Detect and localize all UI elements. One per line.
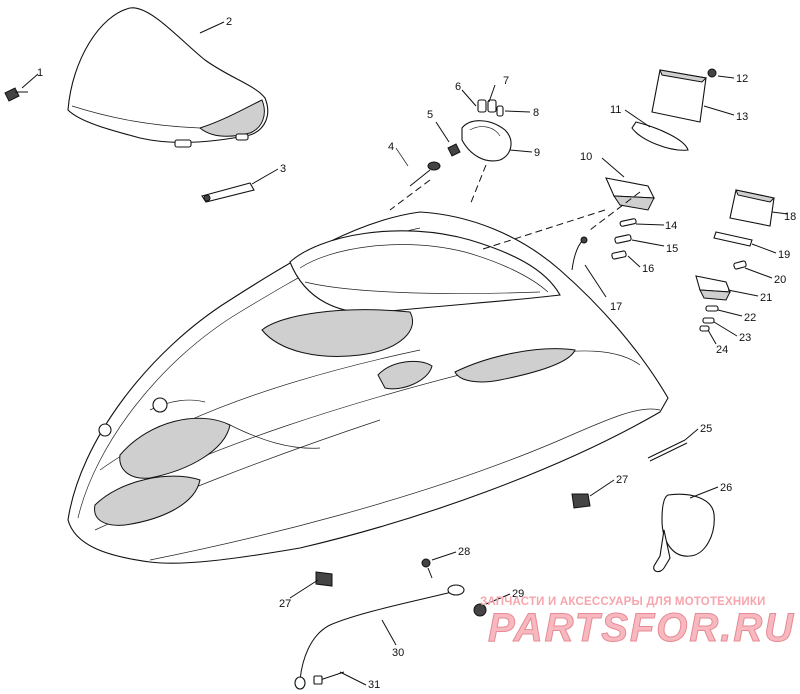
part-27-clip-lower	[315, 571, 333, 587]
callout-28: 28	[458, 546, 470, 558]
callout-26: 26	[720, 482, 732, 494]
windshield	[67, 7, 269, 148]
callout-23: 23	[739, 332, 751, 344]
part-5-9-gauge-ring	[447, 99, 512, 162]
part-12-nut	[707, 68, 717, 78]
callout-17: 17	[610, 301, 622, 313]
callout-7: 7	[503, 75, 509, 87]
callout-18: 18	[784, 211, 796, 223]
callout-30: 30	[392, 647, 404, 659]
part-27-clip-upper	[571, 493, 591, 509]
callout-19: 19	[778, 249, 790, 261]
headlight-left	[152, 397, 168, 413]
callout-22: 22	[744, 312, 756, 324]
part-14-16-springs	[611, 218, 637, 260]
vent-center	[377, 360, 433, 390]
callout-27-upper: 27	[616, 474, 628, 486]
part-19-lens	[713, 231, 753, 247]
part-13-gauge	[651, 69, 708, 123]
part-26-mirror	[653, 493, 715, 573]
callout-31: 31	[368, 679, 380, 691]
callout-6: 6	[455, 81, 461, 93]
callout-4: 4	[388, 141, 394, 153]
callout-15: 15	[666, 243, 678, 255]
part-28-screw	[421, 558, 433, 579]
nose-intake-upper	[119, 417, 231, 479]
watermark-tagline: ЗАПЧАСТИ И АКСЕССУАРЫ ДЛЯ МОТОТЕХНИКИ	[480, 596, 766, 608]
part-31-bolt	[313, 671, 345, 685]
part-1-screw	[4, 87, 28, 102]
callout-14: 14	[665, 220, 677, 232]
callout-29: 29	[512, 588, 524, 600]
watermark-logo: PARTSFOR.RU	[487, 606, 796, 651]
callout-3: 3	[280, 163, 286, 175]
callout-9: 9	[534, 147, 540, 159]
part-30-tether	[294, 584, 465, 690]
callout-21: 21	[760, 292, 772, 304]
leader-lines	[21, 21, 789, 686]
callout-25: 25	[700, 423, 712, 435]
part-17-cable	[571, 236, 588, 271]
part-20-pin	[733, 260, 747, 270]
part-29-nut	[473, 603, 487, 617]
callout-12: 12	[736, 73, 748, 85]
callout-13: 13	[736, 111, 748, 123]
part-10-mount	[605, 177, 655, 211]
part-21-mount	[695, 275, 731, 301]
callout-8: 8	[533, 107, 539, 119]
callout-labels: 1 2 3 4 5 6 7 8 9 10 11 12 13 14 15 16 1…	[37, 16, 796, 691]
part-22-24-hardware	[699, 305, 719, 332]
headlight-right	[98, 423, 112, 437]
vent-right	[454, 348, 576, 383]
dash-cavity	[261, 309, 413, 357]
callout-16: 16	[642, 263, 654, 275]
part-4-bolt	[395, 147, 441, 187]
callout-24: 24	[716, 344, 728, 356]
callout-1: 1	[37, 67, 43, 79]
nose-intake-lower	[94, 475, 201, 526]
callout-2: 2	[226, 16, 232, 28]
part-3-bracket	[201, 182, 255, 203]
part-25-rod	[647, 439, 688, 462]
part-11-lens	[631, 121, 689, 151]
part-18-gauge	[729, 189, 776, 227]
callout-27-lower: 27	[279, 598, 291, 610]
callout-11: 11	[610, 104, 621, 116]
callout-10: 10	[580, 151, 592, 163]
callout-5: 5	[427, 109, 433, 121]
callout-20: 20	[774, 274, 786, 286]
hood-assembly	[67, 211, 669, 564]
